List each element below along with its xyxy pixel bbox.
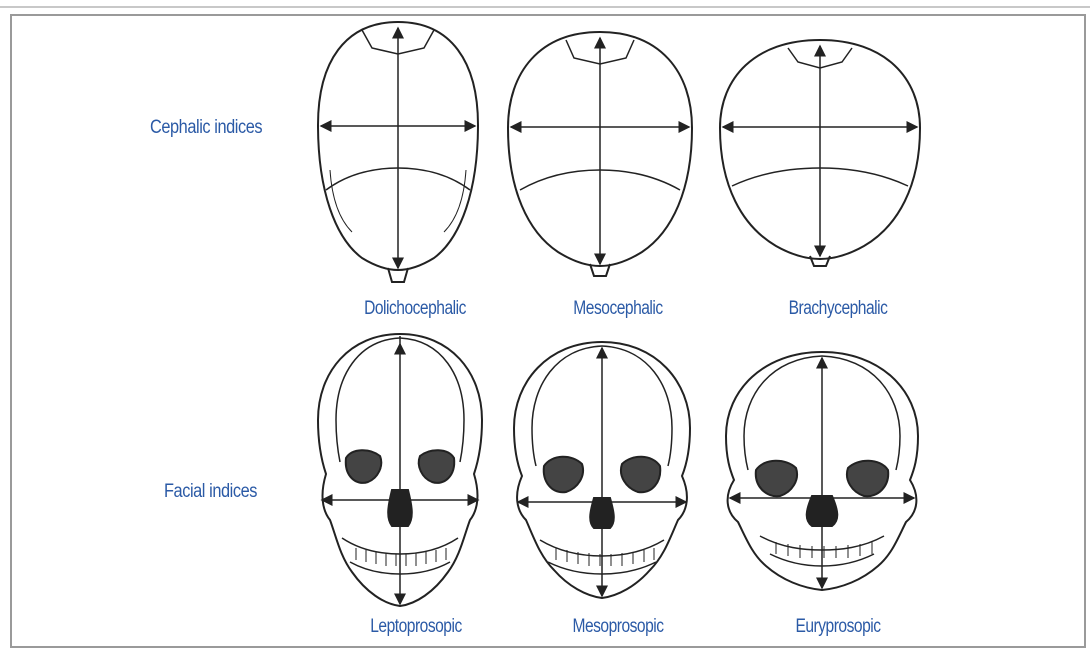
skull-top-dolichocephalic	[318, 22, 478, 282]
caption-leptoprosopic: Leptoprosopic	[334, 616, 498, 638]
skull-top-mesocephalic	[508, 32, 692, 276]
row-label-cephalic: Cephalic indices	[150, 117, 262, 139]
skull-front-euryprosopic	[726, 352, 918, 590]
row-label-facial: Facial indices	[164, 481, 257, 503]
caption-brachycephalic: Brachycephalic	[756, 298, 920, 320]
skull-front-mesoprosopic	[514, 342, 690, 598]
skull-front-leptoprosopic	[318, 334, 482, 606]
caption-euryprosopic: Euryprosopic	[756, 616, 920, 638]
caption-dolichocephalic: Dolichocephalic	[333, 298, 497, 320]
skull-top-brachycephalic	[720, 40, 920, 266]
caption-mesocephalic: Mesocephalic	[536, 298, 700, 320]
caption-mesoprosopic: Mesoprosopic	[536, 616, 700, 638]
